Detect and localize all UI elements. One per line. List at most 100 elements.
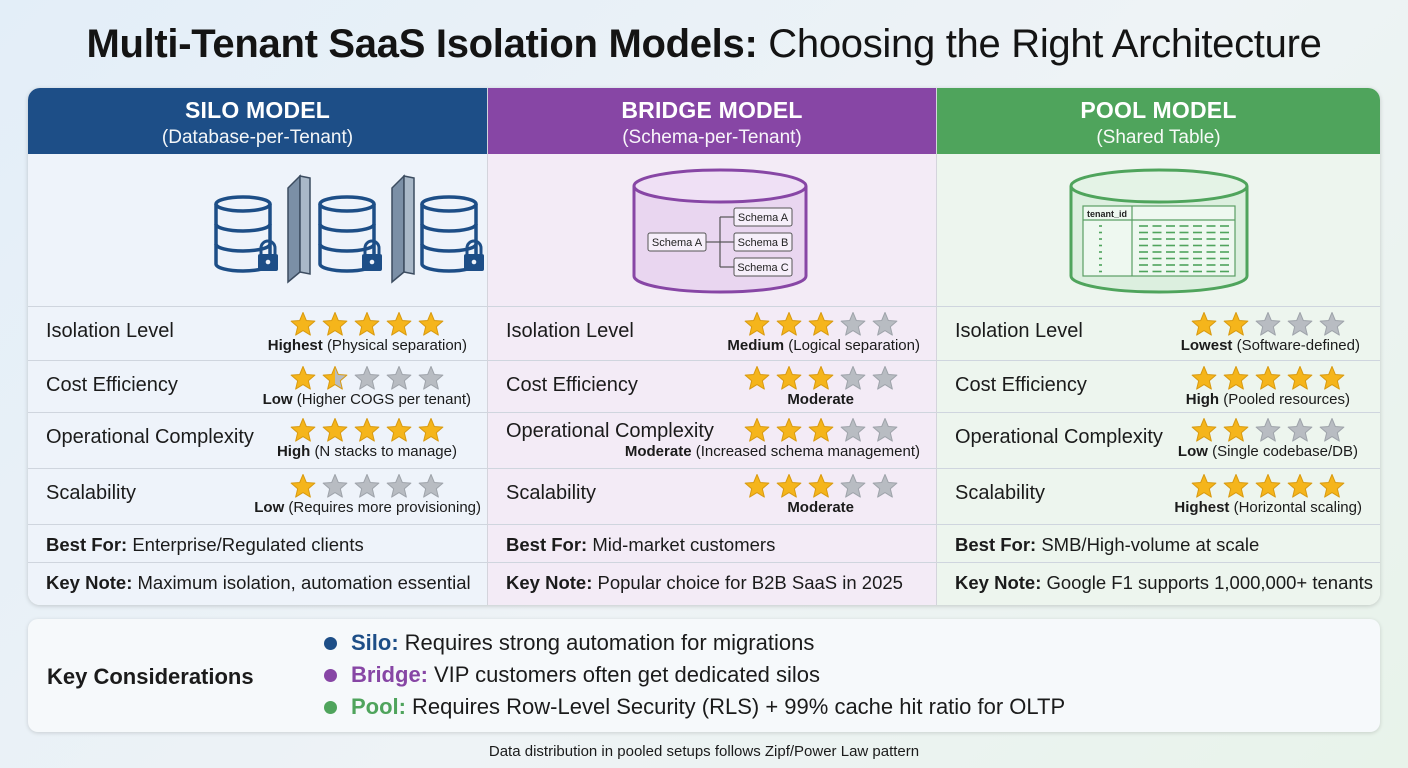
silo-bullet-icon	[324, 636, 337, 650]
star-filled-icon	[418, 312, 444, 336]
pool-column: POOL MODEL (Shared Table) tenant_id Isol…	[936, 88, 1380, 605]
bridge-header: BRIDGE MODEL (Schema-per-Tenant)	[488, 88, 936, 154]
page-title: Multi-Tenant SaaS Isolation Models: Choo…	[0, 22, 1408, 67]
schema-target-label: Schema A	[738, 212, 789, 224]
star-empty-icon	[418, 366, 444, 390]
metric-row: Isolation Level Medium (Logical separati…	[488, 306, 936, 360]
star-filled-icon	[744, 312, 770, 336]
bridge-column: BRIDGE MODEL (Schema-per-Tenant) S	[487, 88, 936, 605]
metric-row: Isolation Level Lowest (Software-defined…	[937, 306, 1380, 360]
footer-note: Data distribution in pooled setups follo…	[488, 743, 920, 760]
rating-text: Low (Single codebase/DB)	[1177, 443, 1358, 460]
best-for-row: Best For: SMB/High-volume at scale	[937, 524, 1380, 562]
rating-text: Highest (Horizontal scaling)	[1174, 499, 1362, 516]
key-note-text: Popular choice for B2B SaaS in 2025	[597, 572, 903, 593]
star-filled-icon	[776, 366, 802, 390]
star-empty-icon	[322, 474, 348, 498]
star-filled-icon	[776, 312, 802, 336]
bridge-title: BRIDGE MODEL	[621, 97, 803, 123]
star-filled-icon	[354, 312, 380, 336]
metric-row: Cost Efficiency Low (Higher COGS per ten…	[28, 360, 487, 412]
star-filled-icon	[1191, 474, 1217, 498]
rating-text: Lowest (Software-defined)	[1180, 337, 1360, 354]
star-empty-icon	[1255, 418, 1281, 442]
star-filled-icon	[290, 366, 316, 390]
star-empty-icon	[1255, 312, 1281, 336]
silo-subtitle: (Database-per-Tenant)	[161, 127, 354, 148]
rating-text: High (Pooled resources)	[1185, 391, 1350, 408]
star-filled-icon	[1223, 366, 1249, 390]
star-empty-icon	[1319, 418, 1345, 442]
title-rest: Choosing the Right Architecture	[768, 22, 1322, 66]
metric-label: Isolation Level	[46, 320, 174, 342]
best-for-text: SMB/High-volume at scale	[1041, 534, 1260, 555]
pool-title: POOL MODEL	[1080, 97, 1237, 123]
star-filled-icon	[808, 418, 834, 442]
star-half-icon	[322, 366, 348, 390]
star-empty-icon	[354, 474, 380, 498]
star-filled-icon	[1319, 366, 1345, 390]
schema-target-label: Schema B	[738, 237, 789, 249]
schema-source-label: Schema A	[652, 237, 703, 249]
star-filled-icon	[354, 418, 380, 442]
metric-label: Scalability	[46, 482, 137, 504]
star-filled-icon	[386, 418, 412, 442]
metric-label: Cost Efficiency	[955, 374, 1087, 396]
star-filled-icon	[808, 312, 834, 336]
key-note-row: Key Note: Maximum isolation, automation …	[28, 562, 487, 605]
star-rating	[744, 365, 898, 391]
silo-title: SILO MODEL	[184, 97, 331, 123]
star-filled-icon	[1287, 366, 1313, 390]
rating-text: Moderate	[787, 391, 854, 408]
consideration-item: Pool: Requires Row-Level Security (RLS) …	[324, 694, 1065, 720]
isolation-wall-icon	[287, 174, 311, 284]
metric-label: Isolation Level	[955, 320, 1083, 342]
star-empty-icon	[872, 366, 898, 390]
title-bold: Multi-Tenant SaaS Isolation Models:	[86, 22, 758, 66]
star-filled-icon	[1191, 366, 1217, 390]
star-empty-icon	[872, 474, 898, 498]
star-filled-icon	[744, 474, 770, 498]
rating-text: Moderate	[787, 499, 854, 516]
metric-label: Operational Complexity	[46, 426, 254, 448]
star-empty-icon	[418, 474, 444, 498]
metric-row: Scalability Moderate	[488, 468, 936, 524]
star-rating	[1191, 311, 1345, 337]
schema-target-label: Schema C	[737, 262, 788, 274]
metric-row: Operational Complexity Moderate (Increas…	[488, 412, 936, 468]
star-empty-icon	[1287, 312, 1313, 336]
star-filled-icon	[808, 474, 834, 498]
silo-illustration	[28, 154, 487, 306]
star-rating	[1191, 417, 1345, 443]
metric-label: Scalability	[955, 482, 1046, 504]
star-filled-icon	[1255, 474, 1281, 498]
star-rating	[1191, 473, 1345, 499]
best-for-text: Enterprise/Regulated clients	[132, 534, 364, 555]
star-filled-icon	[776, 474, 802, 498]
best-for-row: Best For: Enterprise/Regulated clients	[28, 524, 487, 562]
metric-row: Scalability Highest (Horizontal scaling)	[937, 468, 1380, 524]
table-header-label: tenant_id	[1087, 209, 1127, 219]
star-empty-icon	[840, 418, 866, 442]
silo-header: SILO MODEL (Database-per-Tenant)	[28, 88, 487, 154]
star-rating	[1191, 365, 1345, 391]
consideration-item: Silo: Requires strong automation for mig…	[324, 630, 814, 656]
rating-text: Moderate (Increased schema management)	[624, 443, 920, 460]
metric-row: Operational Complexity High (N stacks to…	[28, 412, 487, 468]
pool-subtitle: (Shared Table)	[1096, 127, 1221, 148]
lock-icon	[464, 239, 484, 271]
star-filled-icon	[776, 418, 802, 442]
star-filled-icon	[386, 312, 412, 336]
metric-row: Cost Efficiency Moderate	[488, 360, 936, 412]
metric-label: Scalability	[506, 482, 597, 504]
bridge-bullet-icon	[324, 668, 337, 682]
star-empty-icon	[386, 474, 412, 498]
pool-header: POOL MODEL (Shared Table)	[937, 88, 1380, 154]
star-filled-icon	[744, 418, 770, 442]
best-for-row: Best For: Mid-market customers	[488, 524, 936, 562]
star-filled-icon	[1191, 312, 1217, 336]
considerations-title: Key Considerations	[47, 664, 254, 689]
metric-label: Isolation Level	[506, 320, 634, 342]
rating-text: Medium (Logical separation)	[727, 337, 920, 354]
metric-label: Operational Complexity	[955, 426, 1163, 448]
